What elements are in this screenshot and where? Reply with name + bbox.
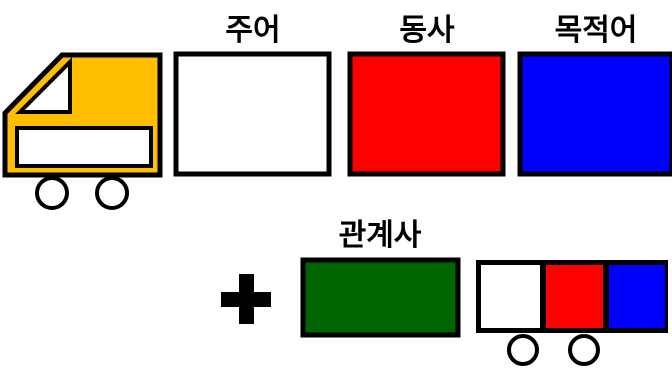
mini-verb-car <box>546 265 603 328</box>
relative-pronoun-label: 관계사 <box>339 218 422 253</box>
subject-box <box>176 54 329 174</box>
truck-cab-icon <box>5 55 160 208</box>
verb-label: 동사 <box>399 13 455 48</box>
subject-label: 주어 <box>225 13 280 48</box>
cab-wheel-rear <box>97 178 127 208</box>
verb-box <box>350 54 503 174</box>
object-label: 목적어 <box>555 13 638 48</box>
mini-wheel-rear <box>570 336 598 364</box>
mini-train-icon <box>476 260 668 364</box>
plus-icon <box>221 274 271 324</box>
cab-wheel-front <box>37 178 67 208</box>
relative-pronoun-box <box>303 260 458 335</box>
mini-wheel-front <box>509 336 537 364</box>
mini-subject-car <box>481 265 540 328</box>
object-box <box>520 54 672 174</box>
mini-object-car <box>609 265 665 328</box>
